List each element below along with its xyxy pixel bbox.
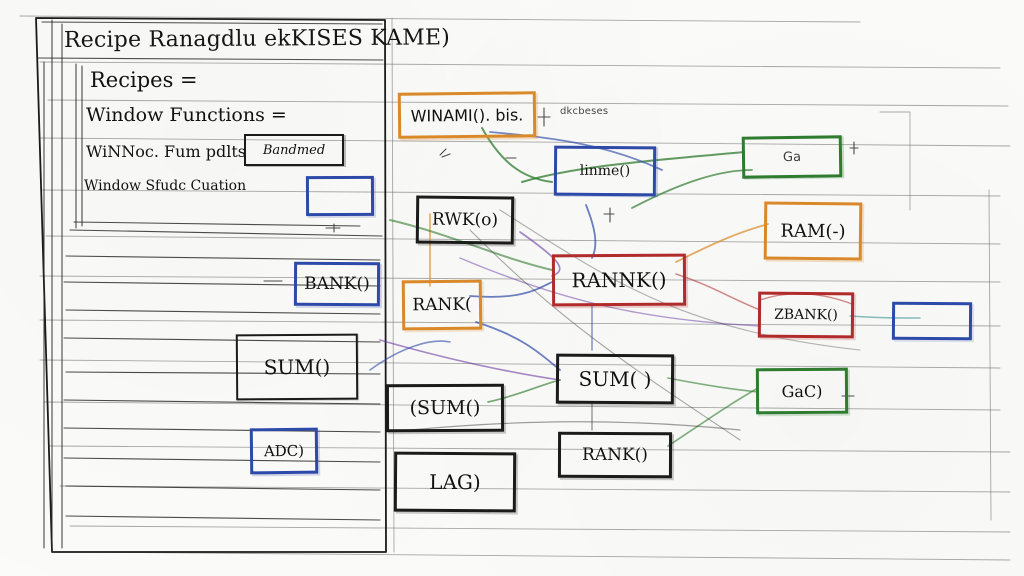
left-panel-sketch xyxy=(35,17,387,553)
node-rank-center[interactable]: RANNK() xyxy=(551,253,687,307)
sidebar-highlight-box[interactable]: Bandmed xyxy=(244,134,344,166)
node-winami-label: WINAMI(). bis. xyxy=(410,104,524,126)
node-rwk-upper[interactable]: RWK(o) xyxy=(415,195,515,245)
node-abc[interactable]: ADC) xyxy=(249,427,319,475)
node-rwk-upper-label: RWK(o) xyxy=(431,209,499,231)
sidebar-item-window-scope[interactable]: Window Sfudc Cuation xyxy=(84,178,247,194)
node-rank-left-orange-label: RANK( xyxy=(412,294,472,316)
node-top-right-box-label: Ga xyxy=(782,149,802,165)
node-green-right[interactable]: GaC) xyxy=(755,367,849,415)
node-sum-left[interactable]: SUM() xyxy=(235,333,359,401)
node-green-right-label: GaC) xyxy=(781,381,823,401)
node-rank-left-orange[interactable]: RANK( xyxy=(401,279,483,331)
sidebar-item-recipes[interactable]: Recipes = xyxy=(90,68,198,92)
node-lin-sq[interactable]: linme() xyxy=(553,145,657,197)
node-rank-lower[interactable]: RANK() xyxy=(557,431,673,479)
node-sum-lower[interactable]: (SUM() xyxy=(385,383,505,433)
node-top-right-box[interactable]: Ga xyxy=(741,135,843,179)
node-lag[interactable]: LAG) xyxy=(393,451,517,513)
node-lin-sq-label: linme() xyxy=(579,162,631,180)
annotation-top: dkcbeses xyxy=(560,106,609,117)
connectors xyxy=(369,127,921,447)
node-rank-lower-label: RANK() xyxy=(581,444,648,466)
node-tiny-blue-right[interactable] xyxy=(891,301,973,341)
node-lag-label: LAG) xyxy=(429,469,481,495)
node-bank-label: BANK() xyxy=(304,273,370,295)
node-abc-label: ADC) xyxy=(263,441,305,461)
node-winami[interactable]: WINAMI(). bis. xyxy=(397,91,537,139)
header-title: Recipe Ranagdlu ekKISES KAME) xyxy=(63,25,451,53)
node-ram-orange-label: RAM(-) xyxy=(780,220,846,242)
scribble-marks xyxy=(263,107,859,397)
node-zbank[interactable]: ZBANK() xyxy=(757,291,855,339)
sidebar-item-window-partitions[interactable]: WiNNoc. Fum pdlts xyxy=(86,142,246,161)
node-sum-lower-label: (SUM() xyxy=(409,396,481,420)
node-sum-center-label: SUM( ) xyxy=(578,366,652,392)
diagram-frame xyxy=(391,17,992,553)
sidebar-highlight-label: Bandmed xyxy=(262,142,326,158)
node-sum-center[interactable]: SUM( ) xyxy=(555,353,675,405)
node-sum-left-label: SUM() xyxy=(263,354,331,380)
node-ram-orange[interactable]: RAM(-) xyxy=(763,201,863,261)
node-tiny-blue-left[interactable] xyxy=(305,175,375,217)
sidebar-item-window-functions[interactable]: Window Functions = xyxy=(86,104,287,126)
node-zbank-label: ZBANK() xyxy=(774,306,838,324)
background-pencil-lines xyxy=(19,15,1011,561)
node-rank-center-label: RANNK() xyxy=(571,267,667,293)
node-bank[interactable]: BANK() xyxy=(293,261,381,307)
